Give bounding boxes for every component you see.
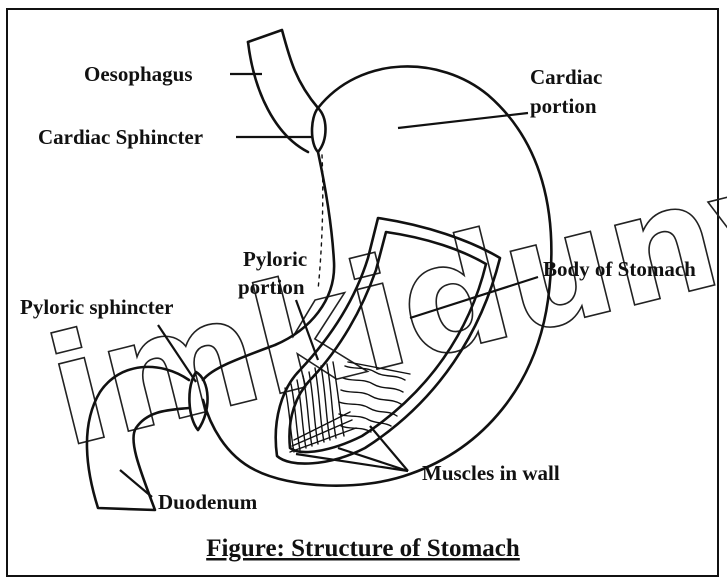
label-body-of-stomach: Body of Stomach (543, 257, 696, 281)
cardiac-sphincter-band (312, 108, 326, 152)
label-duodenum: Duodenum (158, 490, 258, 514)
label-pyloric-sphincter: Pyloric sphincter (20, 295, 173, 319)
label-cardiac-sphincter: Cardiac Sphincter (38, 125, 203, 149)
oesophagus-tube-inner (248, 42, 308, 152)
label-muscles-in-wall: Muscles in wall (422, 461, 560, 485)
label-oesophagus: Oesophagus (84, 62, 193, 86)
oesophagus-tube (248, 30, 318, 108)
figure-caption: Figure: Structure of Stomach (206, 535, 520, 562)
label-cardiac-portion-1: Cardiac (530, 65, 602, 89)
leader-duodenum (120, 470, 152, 497)
label-pyloric-portion-1: Pyloric (243, 247, 307, 271)
leader-cardiac-portion (398, 113, 528, 128)
label-pyloric-portion-2: portion (238, 275, 305, 299)
label-cardiac-portion-2: portion (530, 94, 597, 118)
